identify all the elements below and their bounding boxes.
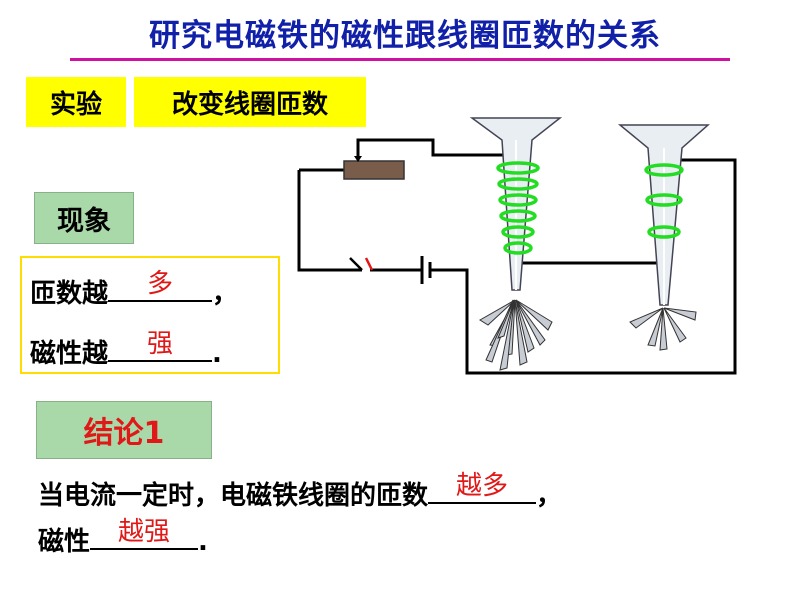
experiment-tag: 实验 (26, 77, 126, 127)
observation-magnetism-prefix: 磁性越 (30, 339, 109, 369)
left-pins (479, 299, 553, 371)
right-coil (644, 163, 684, 239)
change-coil-turns-tag: 改变线圈匝数 (134, 77, 366, 127)
circuit-wires (297, 138, 737, 375)
observation-turns-prefix: 匝数越 (30, 279, 109, 309)
right-pins (629, 307, 697, 351)
rheostat (343, 148, 405, 180)
left-coil (496, 161, 540, 255)
conclusion-line-1: 当电流一定时，电磁铁线圈的匝数越多 ， (38, 471, 563, 512)
observation-turns-answer: 多 (147, 269, 174, 299)
observation-turns-blank: 多 (108, 269, 213, 302)
electromagnet-left (469, 117, 563, 371)
conclusion-turns-blank: 越多 (428, 471, 537, 504)
electromagnet-circuit-diagram (297, 117, 737, 375)
conclusion-magnetism-blank: 越强 (90, 517, 199, 550)
conclusion-tag: 结论1 (36, 401, 212, 459)
observation-magnetism-blank: 强 (108, 329, 213, 362)
electromagnet-right (617, 124, 710, 351)
conclusion-line-2-suffix: . (198, 527, 208, 557)
observation-magnetism-answer: 强 (147, 329, 174, 359)
battery-icon (420, 256, 432, 284)
conclusion-magnetism-answer: 越强 (118, 517, 171, 547)
observation-magnetism-suffix: . (212, 339, 222, 369)
conclusion-line-2: 磁性越强. (38, 517, 208, 558)
title-underline (70, 58, 730, 61)
switch (349, 257, 374, 271)
observation-box: 匝数越 多 ， 磁性越 强. (20, 256, 280, 374)
conclusion-line-1-prefix: 当电流一定时，电磁铁线圈的匝数 (38, 481, 429, 511)
conclusion-turns-answer: 越多 (456, 471, 509, 501)
page-title: 研究电磁铁的磁性跟线圈匝数的关系 (149, 18, 661, 54)
observation-line-turns: 匝数越 多 ， (30, 269, 239, 310)
phenomenon-tag: 现象 (34, 192, 134, 244)
conclusion-line-1-suffix: ， (536, 481, 563, 511)
observation-line-magnetism: 磁性越 强. (30, 329, 222, 370)
observation-turns-suffix: ， (212, 279, 239, 309)
conclusion-line-2-prefix: 磁性 (38, 527, 91, 557)
